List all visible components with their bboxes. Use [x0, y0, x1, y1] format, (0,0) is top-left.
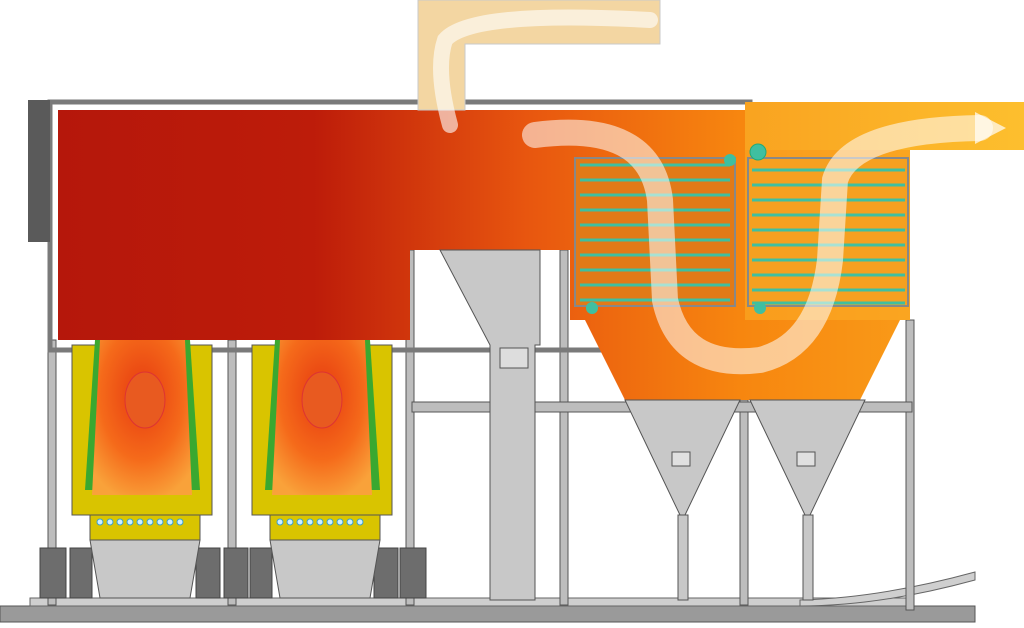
burner-wall [28, 100, 50, 242]
header-valve [754, 302, 766, 314]
furnace-left [71, 340, 213, 599]
conveyor-ramp [799, 571, 976, 607]
header-valve [724, 154, 736, 166]
header-valve [586, 302, 598, 314]
flow-arrow-u-turn [522, 115, 993, 375]
flow-arrow-exit [975, 112, 1006, 144]
ash-hoppers [624, 399, 866, 601]
cyclone-separator [439, 249, 541, 601]
header-valve [749, 143, 767, 161]
furnace-right [251, 340, 393, 599]
cyclone-hatch [499, 347, 529, 369]
conveyor-rail [29, 597, 911, 607]
column-footings [39, 547, 427, 599]
ground-slab [0, 605, 976, 623]
flow-arrow-intake [433, 9, 658, 133]
